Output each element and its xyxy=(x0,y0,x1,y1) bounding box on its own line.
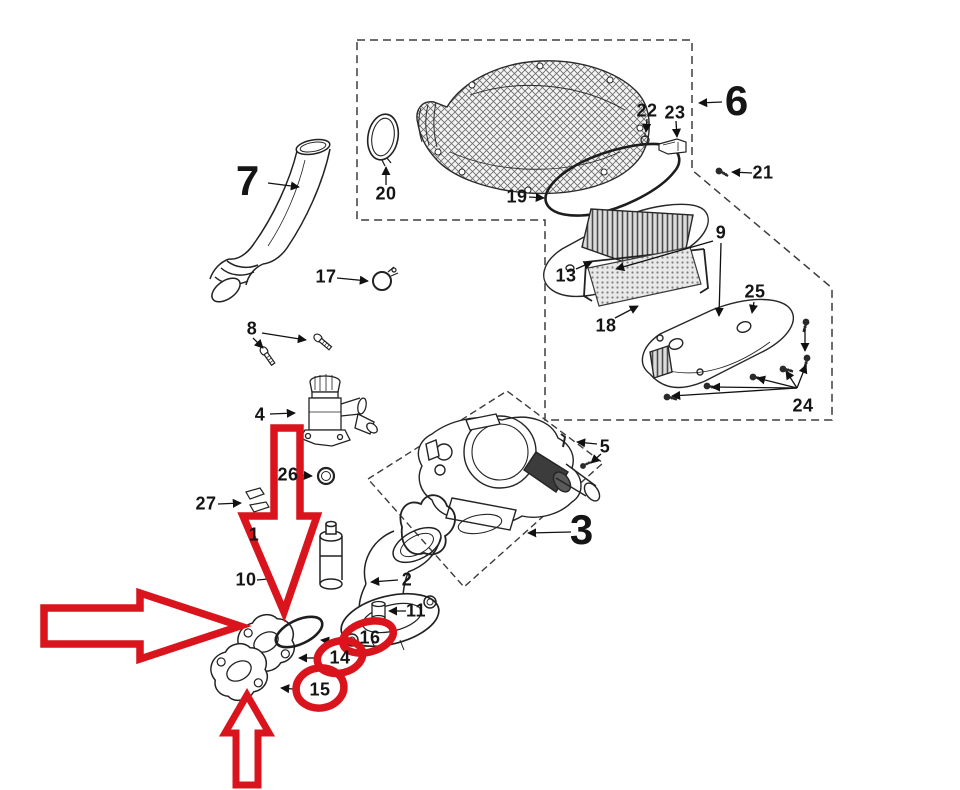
part-label-11: 11 xyxy=(405,600,427,621)
part-label-9: 9 xyxy=(715,222,727,243)
part-22 xyxy=(640,133,650,145)
part-label-4: 4 xyxy=(254,404,266,425)
part-label-6: 6 xyxy=(724,77,750,124)
highlight-arrow-right xyxy=(40,587,252,665)
highlight-annotations xyxy=(40,424,398,789)
part-label-5: 5 xyxy=(599,436,611,457)
intake-duct-7 xyxy=(209,138,331,303)
screws-5 xyxy=(560,433,567,448)
part-label-24: 24 xyxy=(792,395,814,416)
part-label-1: 1 xyxy=(248,524,260,545)
part-label-27: 27 xyxy=(195,493,217,514)
highlight-circle-14 xyxy=(313,636,367,678)
screw-5b xyxy=(577,457,593,472)
lower-housing-25 xyxy=(641,298,794,389)
part-label-13: 13 xyxy=(555,265,577,286)
clamp-ring-20 xyxy=(366,113,400,167)
highlight-arrow-up xyxy=(218,688,276,789)
part-label-21: 21 xyxy=(752,162,774,183)
throttle-gasket xyxy=(399,494,456,556)
part-label-17: 17 xyxy=(315,266,337,287)
part-label-16: 16 xyxy=(359,627,381,648)
bolt-8b xyxy=(311,331,334,352)
highlight-arrow-down xyxy=(237,424,323,623)
part-label-23: 23 xyxy=(664,102,686,123)
filter-element-18 xyxy=(587,246,702,307)
part-label-7: 7 xyxy=(235,157,261,204)
part-label-10: 10 xyxy=(235,569,257,590)
part-label-26: 26 xyxy=(277,464,299,485)
part-label-18: 18 xyxy=(595,315,617,336)
air-cleaner-cover xyxy=(416,60,650,195)
part-label-2: 2 xyxy=(401,569,413,590)
air-valve-4 xyxy=(299,374,378,447)
part-label-19: 19 xyxy=(506,186,528,207)
part-label-15: 15 xyxy=(309,679,331,700)
o-ring-26 xyxy=(316,466,336,486)
screw-21 xyxy=(713,165,731,179)
part-23 xyxy=(658,138,687,155)
part-label-20: 20 xyxy=(375,183,397,204)
part-label-25: 25 xyxy=(744,281,766,302)
hose-clamp-17 xyxy=(372,266,399,291)
throttle-body-3 xyxy=(417,413,601,535)
part-label-3: 3 xyxy=(569,506,595,553)
part-label-22: 22 xyxy=(636,100,658,121)
o-ring-16 xyxy=(274,615,324,649)
part-27 xyxy=(245,487,270,513)
intake-manifold-2 xyxy=(319,520,442,653)
part-label-14: 14 xyxy=(329,647,351,668)
highlight-circle-15 xyxy=(292,664,348,712)
part-label-8: 8 xyxy=(246,318,258,339)
assembly-6-dashed-outline xyxy=(356,39,833,421)
bolt-8a xyxy=(257,344,277,367)
